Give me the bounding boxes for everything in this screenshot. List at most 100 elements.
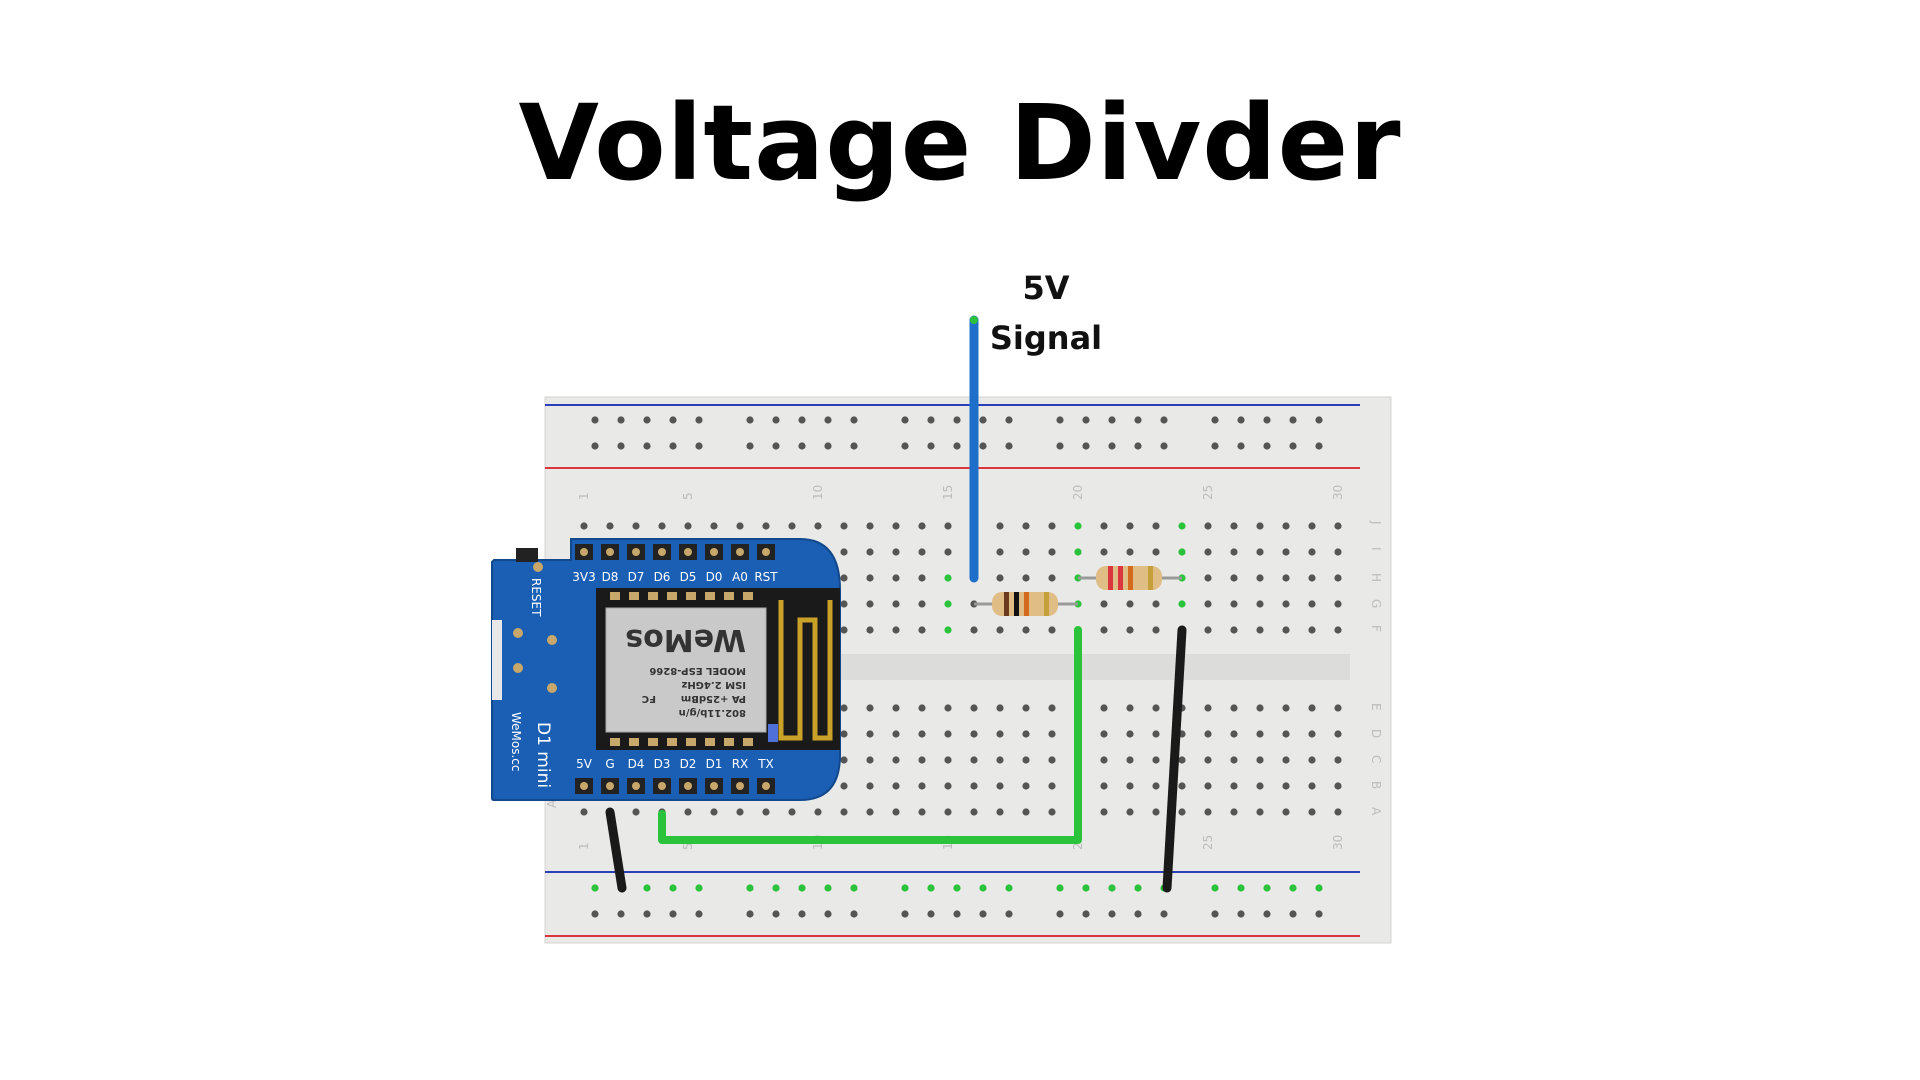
rail-hole[interactable] <box>798 884 806 892</box>
rail-hole[interactable] <box>1211 416 1219 424</box>
breadboard-hole[interactable] <box>1230 704 1238 712</box>
rail-hole[interactable] <box>1315 442 1323 450</box>
breadboard-hole[interactable] <box>1048 756 1056 764</box>
breadboard-hole[interactable] <box>970 808 978 816</box>
breadboard-hole[interactable] <box>1204 600 1212 608</box>
rail-hole[interactable] <box>591 442 599 450</box>
breadboard-hole[interactable] <box>918 522 926 530</box>
rail-hole[interactable] <box>746 910 754 918</box>
breadboard-hole[interactable] <box>736 522 744 530</box>
rail-hole[interactable] <box>1289 416 1297 424</box>
breadboard-hole[interactable] <box>996 626 1004 634</box>
breadboard-hole[interactable] <box>892 808 900 816</box>
breadboard-hole[interactable] <box>1334 808 1342 816</box>
rail-hole[interactable] <box>1315 910 1323 918</box>
breadboard-hole[interactable] <box>1152 704 1160 712</box>
rail-hole[interactable] <box>1134 910 1142 918</box>
breadboard-hole[interactable] <box>1230 782 1238 790</box>
ground-wire-left[interactable] <box>605 807 627 893</box>
rail-hole[interactable] <box>1005 884 1013 892</box>
breadboard-hole[interactable] <box>1230 730 1238 738</box>
breadboard-hole[interactable] <box>996 782 1004 790</box>
breadboard-hole[interactable] <box>892 782 900 790</box>
rail-hole[interactable] <box>979 910 987 918</box>
breadboard-hole[interactable] <box>1048 704 1056 712</box>
rail-hole[interactable] <box>1211 442 1219 450</box>
breadboard-hole[interactable] <box>1204 522 1212 530</box>
rail-hole[interactable] <box>824 884 832 892</box>
breadboard-hole[interactable] <box>996 756 1004 764</box>
breadboard-hole[interactable] <box>1074 548 1082 556</box>
rail-hole[interactable] <box>1082 910 1090 918</box>
breadboard-hole[interactable] <box>762 522 770 530</box>
rail-hole[interactable] <box>695 416 703 424</box>
breadboard-hole[interactable] <box>866 704 874 712</box>
breadboard-hole[interactable] <box>840 574 848 582</box>
rail-hole[interactable] <box>746 416 754 424</box>
breadboard-hole[interactable] <box>1152 756 1160 764</box>
breadboard-hole[interactable] <box>684 808 692 816</box>
breadboard-hole[interactable] <box>866 522 874 530</box>
rail-hole[interactable] <box>798 416 806 424</box>
breadboard-hole[interactable] <box>866 756 874 764</box>
breadboard-hole[interactable] <box>1126 600 1134 608</box>
breadboard-hole[interactable] <box>1334 548 1342 556</box>
breadboard-hole[interactable] <box>970 730 978 738</box>
rail-hole[interactable] <box>1082 884 1090 892</box>
breadboard-hole[interactable] <box>1282 522 1290 530</box>
breadboard-hole[interactable] <box>1308 730 1316 738</box>
breadboard-hole[interactable] <box>1100 730 1108 738</box>
breadboard-hole[interactable] <box>918 600 926 608</box>
rail-hole[interactable] <box>1108 416 1116 424</box>
breadboard-hole[interactable] <box>1022 704 1030 712</box>
rail-hole[interactable] <box>1263 416 1271 424</box>
breadboard-hole[interactable] <box>970 704 978 712</box>
breadboard-hole[interactable] <box>1048 626 1056 634</box>
rail-hole[interactable] <box>901 910 909 918</box>
breadboard-hole[interactable] <box>840 522 848 530</box>
resistor-2[interactable] <box>1078 566 1182 590</box>
breadboard-hole[interactable] <box>1152 808 1160 816</box>
breadboard-hole[interactable] <box>996 808 1004 816</box>
rail-hole[interactable] <box>695 910 703 918</box>
breadboard-hole[interactable] <box>606 522 614 530</box>
breadboard-hole[interactable] <box>1126 730 1134 738</box>
breadboard-hole[interactable] <box>866 730 874 738</box>
rail-hole[interactable] <box>1211 910 1219 918</box>
rail-hole[interactable] <box>1056 884 1064 892</box>
rail-hole[interactable] <box>617 416 625 424</box>
breadboard-hole[interactable] <box>1152 782 1160 790</box>
breadboard-hole[interactable] <box>1256 704 1264 712</box>
breadboard-hole[interactable] <box>918 756 926 764</box>
breadboard-hole[interactable] <box>1126 548 1134 556</box>
breadboard-hole[interactable] <box>866 808 874 816</box>
breadboard-hole[interactable] <box>1100 808 1108 816</box>
breadboard-hole[interactable] <box>1230 574 1238 582</box>
breadboard-hole[interactable] <box>684 522 692 530</box>
rail-hole[interactable] <box>1056 416 1064 424</box>
breadboard-hole[interactable] <box>1334 574 1342 582</box>
breadboard-hole[interactable] <box>918 730 926 738</box>
rail-hole[interactable] <box>850 442 858 450</box>
breadboard-hole[interactable] <box>1074 522 1082 530</box>
breadboard-hole[interactable] <box>1204 704 1212 712</box>
breadboard-hole[interactable] <box>1152 600 1160 608</box>
breadboard-hole[interactable] <box>1308 782 1316 790</box>
breadboard-hole[interactable] <box>944 808 952 816</box>
rail-hole[interactable] <box>1315 416 1323 424</box>
rail-hole[interactable] <box>1160 416 1168 424</box>
rail-hole[interactable] <box>901 416 909 424</box>
breadboard-hole[interactable] <box>1308 548 1316 556</box>
breadboard-hole[interactable] <box>866 574 874 582</box>
breadboard-hole[interactable] <box>1334 730 1342 738</box>
breadboard-hole[interactable] <box>788 808 796 816</box>
breadboard-hole[interactable] <box>1256 808 1264 816</box>
rail-hole[interactable] <box>1134 884 1142 892</box>
analog-wire[interactable] <box>658 626 1082 844</box>
breadboard-hole[interactable] <box>1256 522 1264 530</box>
breadboard-hole[interactable] <box>944 548 952 556</box>
rail-hole[interactable] <box>1056 442 1064 450</box>
rail-hole[interactable] <box>746 442 754 450</box>
breadboard-hole[interactable] <box>1308 704 1316 712</box>
breadboard-hole[interactable] <box>1022 574 1030 582</box>
